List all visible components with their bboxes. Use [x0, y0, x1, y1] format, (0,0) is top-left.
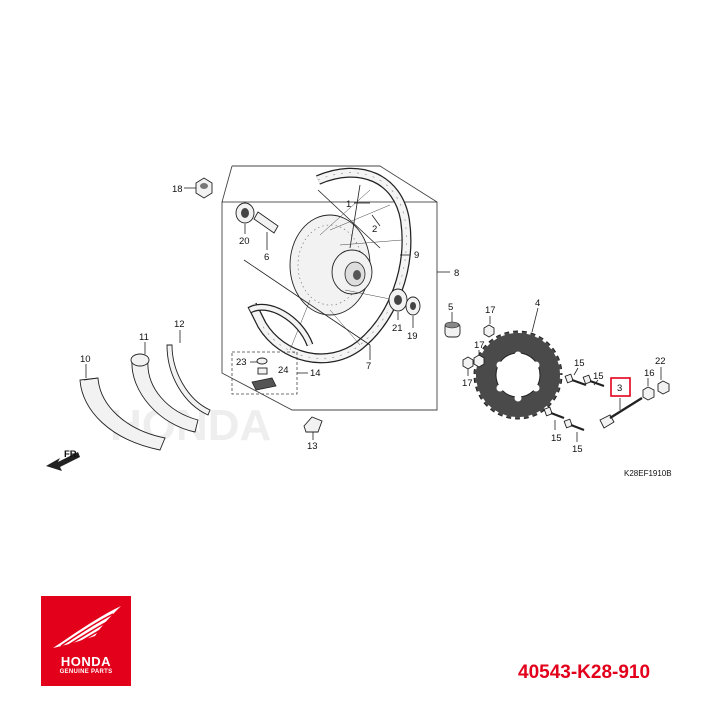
part-19-seal: [405, 296, 421, 328]
callout-9: 9: [414, 250, 419, 261]
part-22-nut: [657, 367, 670, 395]
callout-11: 11: [139, 332, 149, 343]
callout-16: 16: [644, 368, 655, 379]
callout-17a: 17: [485, 305, 496, 316]
callout-19: 19: [407, 331, 418, 342]
highlight-box-3: [610, 377, 631, 397]
leader-2: [371, 214, 381, 227]
callout-7: 7: [366, 361, 371, 372]
part-number: 40543-K28-910: [518, 662, 651, 683]
callout-17b: 17: [474, 340, 485, 351]
wheel-assembly-box: [221, 165, 438, 411]
honda-genuine-parts-logo: HONDA GENUINE PARTS: [41, 596, 131, 686]
callout-24: 24: [278, 365, 289, 376]
part-12-rim-tape: [166, 330, 211, 416]
callout-15d: 15: [572, 444, 583, 455]
part-21-bearing: [388, 288, 408, 320]
part-17-nuts: [462, 316, 495, 376]
callout-22: 22: [655, 356, 666, 367]
callout-21: 21: [392, 323, 403, 334]
callout-23: 23: [236, 357, 247, 368]
callout-1: 1: [346, 199, 351, 210]
rim-band: [248, 303, 314, 347]
callout-20: 20: [239, 236, 250, 247]
callout-6: 6: [264, 252, 269, 263]
callout-3: 3: [617, 383, 622, 394]
callout-18: 18: [172, 184, 183, 195]
part-6-collar: [253, 211, 279, 250]
front-direction-arrow: [46, 452, 80, 471]
part-4-sprocket: [472, 307, 564, 421]
part-11-tube: [130, 342, 199, 433]
callout-14: 14: [310, 368, 321, 379]
part-18-nut: [184, 177, 213, 199]
callout-8: 8: [454, 268, 459, 279]
callout-12: 12: [174, 319, 185, 330]
callout-15b: 15: [593, 371, 604, 382]
direction-label: FR.: [64, 449, 79, 460]
callout-13: 13: [307, 441, 318, 452]
callout-15a: 15: [574, 358, 585, 369]
logo-brand: HONDA: [60, 654, 112, 669]
part-10-tire: [79, 364, 166, 451]
wheel-hub: [289, 184, 381, 316]
part-5-collar: [444, 312, 461, 338]
part-13-clip: [303, 416, 323, 440]
part-20-bearing: [235, 202, 255, 234]
part-15-bolts: [543, 367, 605, 442]
part-16-nut: [642, 378, 655, 401]
callout-2: 2: [372, 224, 377, 235]
callout-10: 10: [80, 354, 91, 365]
callout-15c: 15: [551, 433, 562, 444]
honda-wing-icon: [53, 606, 121, 648]
logo-subtitle: GENUINE PARTS: [59, 669, 113, 675]
part-3-adjusting-bolt: [599, 396, 643, 429]
callout-5: 5: [448, 302, 453, 313]
callout-4: 4: [535, 298, 540, 309]
valve-stem-group: [231, 351, 308, 395]
diagram-code: K28EF1910B: [624, 469, 672, 478]
callout-labels: 18 1 2 20 6 9 8 21 19 7 23 24 14 13 10 1…: [64, 184, 672, 478]
callout-17c: 17: [462, 378, 473, 389]
leader-7-a: [243, 259, 371, 346]
